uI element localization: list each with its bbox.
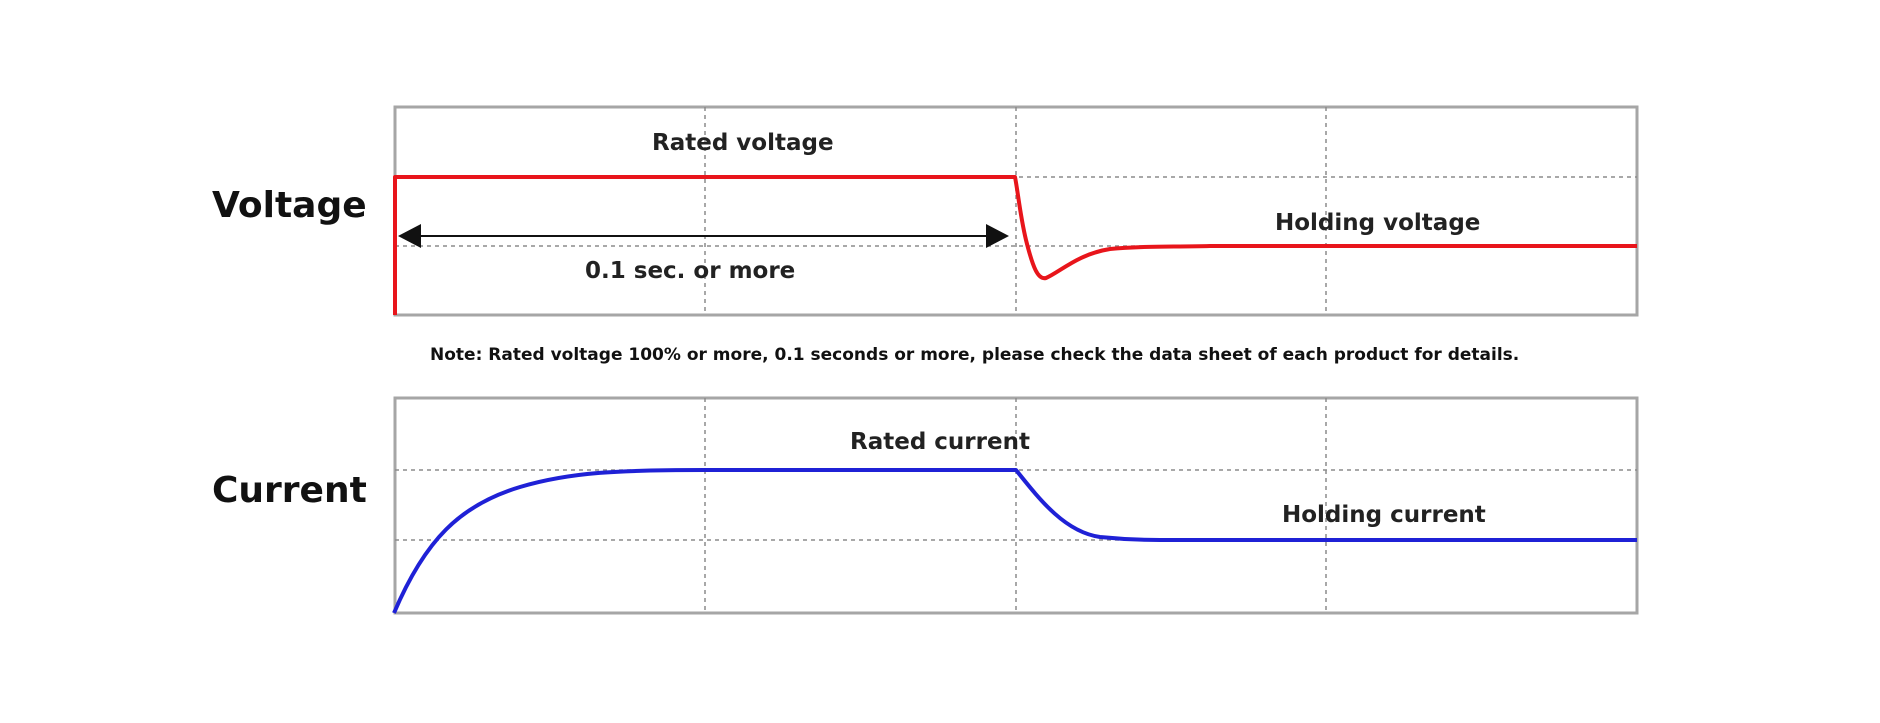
- duration-arrow: [398, 224, 1009, 248]
- voltage-row-label: Voltage: [212, 185, 367, 226]
- duration-arrowhead-left: [398, 224, 421, 248]
- duration-arrowhead-right: [986, 224, 1009, 248]
- current-row-label: Current: [212, 470, 367, 511]
- current-trace: [392, 468, 1637, 614]
- duration-label: 0.1 sec. or more: [585, 258, 796, 284]
- holding-voltage-label: Holding voltage: [1275, 210, 1481, 236]
- rated-current-label: Rated current: [850, 429, 1030, 455]
- voltage-panel: [393, 105, 1639, 317]
- note-text: Note: Rated voltage 100% or more, 0.1 se…: [430, 345, 1520, 365]
- voltage-trace: [393, 175, 1637, 315]
- holding-current-label: Holding current: [1282, 502, 1486, 528]
- current-panel: [392, 396, 1639, 615]
- rated-voltage-label: Rated voltage: [652, 130, 834, 156]
